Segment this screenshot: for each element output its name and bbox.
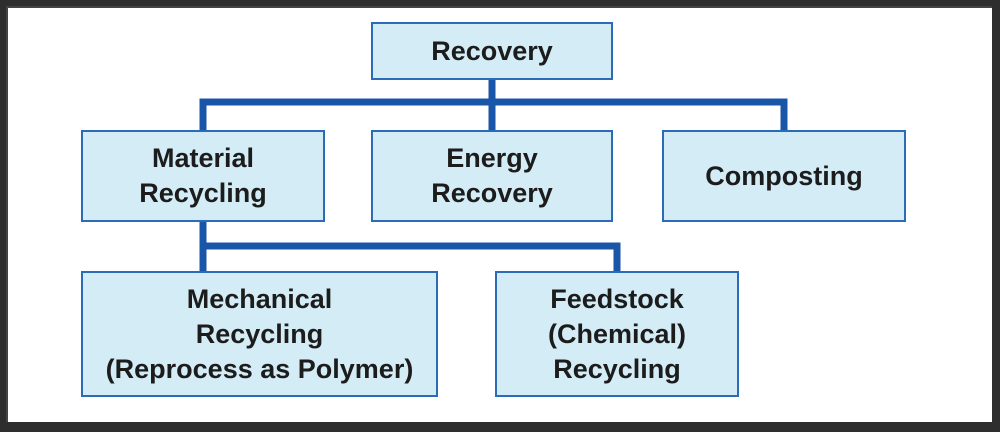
node-composting: Composting	[662, 130, 906, 222]
node-recovery: Recovery	[371, 22, 613, 80]
node-feedstock-recycling: Feedstock (Chemical) Recycling	[495, 271, 739, 397]
node-material-recycling: Material Recycling	[81, 130, 325, 222]
node-mechanical-recycling: Mechanical Recycling (Reprocess as Polym…	[81, 271, 438, 397]
node-energy-recovery: Energy Recovery	[371, 130, 613, 222]
